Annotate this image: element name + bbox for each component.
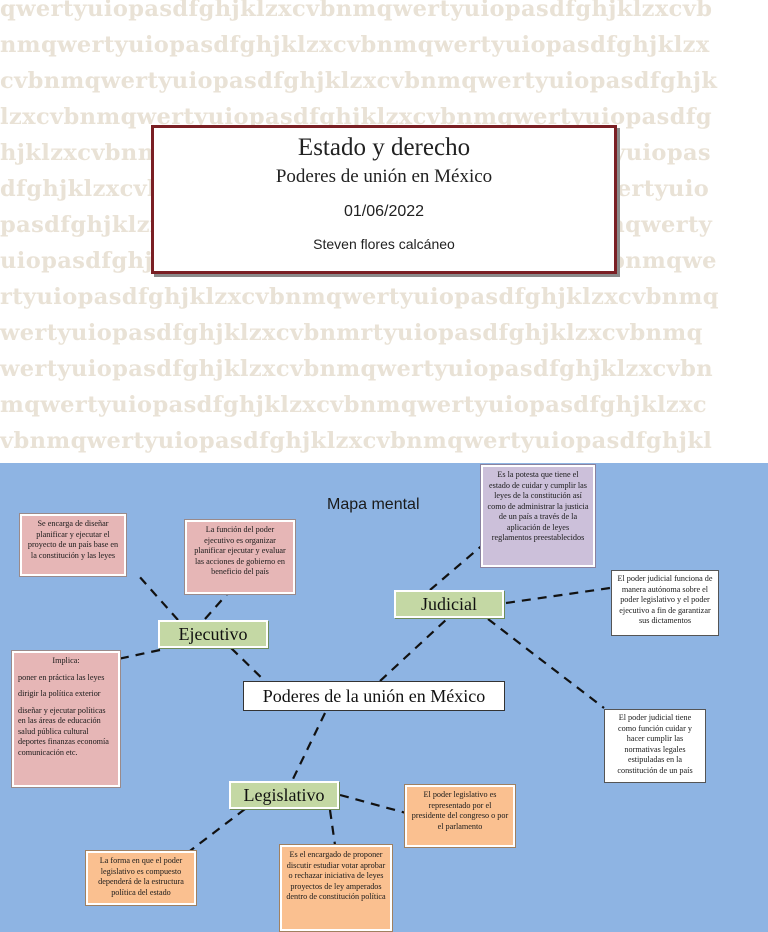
legislativo-composition-box: La forma en que el poder legislativo es … — [85, 850, 197, 906]
connector-ejecutivo-box1 — [137, 574, 179, 621]
connector-legislativo-box3 — [181, 808, 246, 858]
connector-legislativo-box1 — [339, 793, 407, 815]
cover-subtitle: Poderes de unión en México — [275, 166, 493, 187]
connector-judicial-box2 — [505, 586, 611, 605]
cover-title: Estado y derecho — [297, 134, 471, 161]
connector-legislativo-box2 — [328, 809, 337, 846]
judicial-definition-box: Es la potesta que tiene el estado de cui… — [480, 464, 596, 568]
judicial-function-text: El poder judicial tiene como función cui… — [617, 713, 693, 775]
legislativo-node: Legislativo — [229, 781, 339, 809]
background-letter-row: vbnmqwertyuiopasdfghjklzxcvbnmqwertyuiop… — [0, 428, 713, 454]
connector-ejecutivo-box2 — [204, 592, 229, 620]
ejecutivo-function-text: La función del poder ejecutivo es organi… — [194, 525, 286, 576]
background-letter-row: wertyuiopasdfghjklzxcvbnmqwertyuiopasdfg… — [0, 356, 714, 382]
connector-ejecutivo-box3 — [117, 648, 161, 661]
background-letter-row: rtyuiopasdfghjklzxcvbnmqwertyuiopasdfghj… — [0, 284, 719, 310]
legislativo-composition-text: La forma en que el poder legislativo es … — [98, 856, 184, 897]
cover-author: Steven flores calcáneo — [313, 236, 455, 252]
connector-judicial-box1 — [429, 542, 486, 591]
ejecutivo-implica-box: Implica: poner en práctica las leyes dir… — [11, 650, 121, 788]
implica-item: dirigir la política exterior — [18, 689, 101, 698]
ejecutivo-node: Ejecutivo — [158, 620, 268, 648]
implica-title: Implica: — [52, 656, 80, 665]
judicial-definition-text: Es la potesta que tiene el estado de cui… — [487, 470, 589, 542]
implica-item: diseñar y ejecutar políticas en las área… — [18, 705, 109, 757]
center-node: Poderes de la unión en México — [243, 681, 505, 711]
cover-date: 01/06/2022 — [343, 203, 425, 220]
judicial-autonomy-box: El poder judicial funciona de manera aut… — [611, 570, 719, 636]
implica-item: poner en práctica las leyes — [18, 672, 105, 682]
ejecutivo-function-box: La función del poder ejecutivo es organi… — [184, 519, 296, 595]
ejecutivo-description-box: Se encarga de diseñar planificar y ejecu… — [19, 513, 127, 577]
connector-judicial-box3 — [487, 618, 605, 709]
mindmap-heading: Mapa mental — [327, 496, 420, 513]
mindmap-section: Mapa mental Se encarga de diseñar planif… — [0, 463, 768, 932]
judicial-function-box: El poder judicial tiene como función cui… — [604, 709, 706, 783]
connector-lines — [117, 542, 611, 858]
legislativo-representation-text: El poder legislativo es representado por… — [411, 790, 509, 831]
background-letter-row: wertyuiopasdfghjklzxcvbnmrtyuiopasdfghjk… — [0, 320, 703, 346]
background-letter-row: qwertyuiopasdfghjklzxcvbnmqwertyuiopasdf… — [0, 0, 713, 22]
cover-title-box: Estado y derecho Poderes de unión en Méx… — [151, 125, 617, 274]
legislativo-role-text: Es el encargado de proponer discutir est… — [286, 850, 386, 901]
judicial-autonomy-text: El poder judicial funciona de manera aut… — [617, 574, 713, 625]
legislativo-role-box: Es el encargado de proponer discutir est… — [279, 844, 393, 932]
background-letter-row: mqwertyuiopasdfghjklzxcvbnmqwertyuiopasd… — [0, 392, 707, 418]
connector-center-legislativo — [291, 712, 326, 782]
connector-center-ejecutivo — [227, 644, 273, 689]
legislativo-representation-box: El poder legislativo es representado por… — [404, 784, 516, 848]
background-letter-row: cvbnmqwertyuiopasdfghjklzxcvbnmqwertyuio… — [0, 68, 718, 94]
cover-section: qwertyuiopasdfghjklzxcvbnmqwertyuiopasdf… — [0, 0, 768, 463]
background-letter-row: nmqwertyuiopasdfghjklzxcvbnmqwertyuiopas… — [0, 32, 710, 58]
judicial-node: Judicial — [394, 590, 504, 618]
ejecutivo-description-text: Se encarga de diseñar planificar y ejecu… — [27, 519, 119, 560]
connector-center-judicial — [379, 617, 449, 682]
